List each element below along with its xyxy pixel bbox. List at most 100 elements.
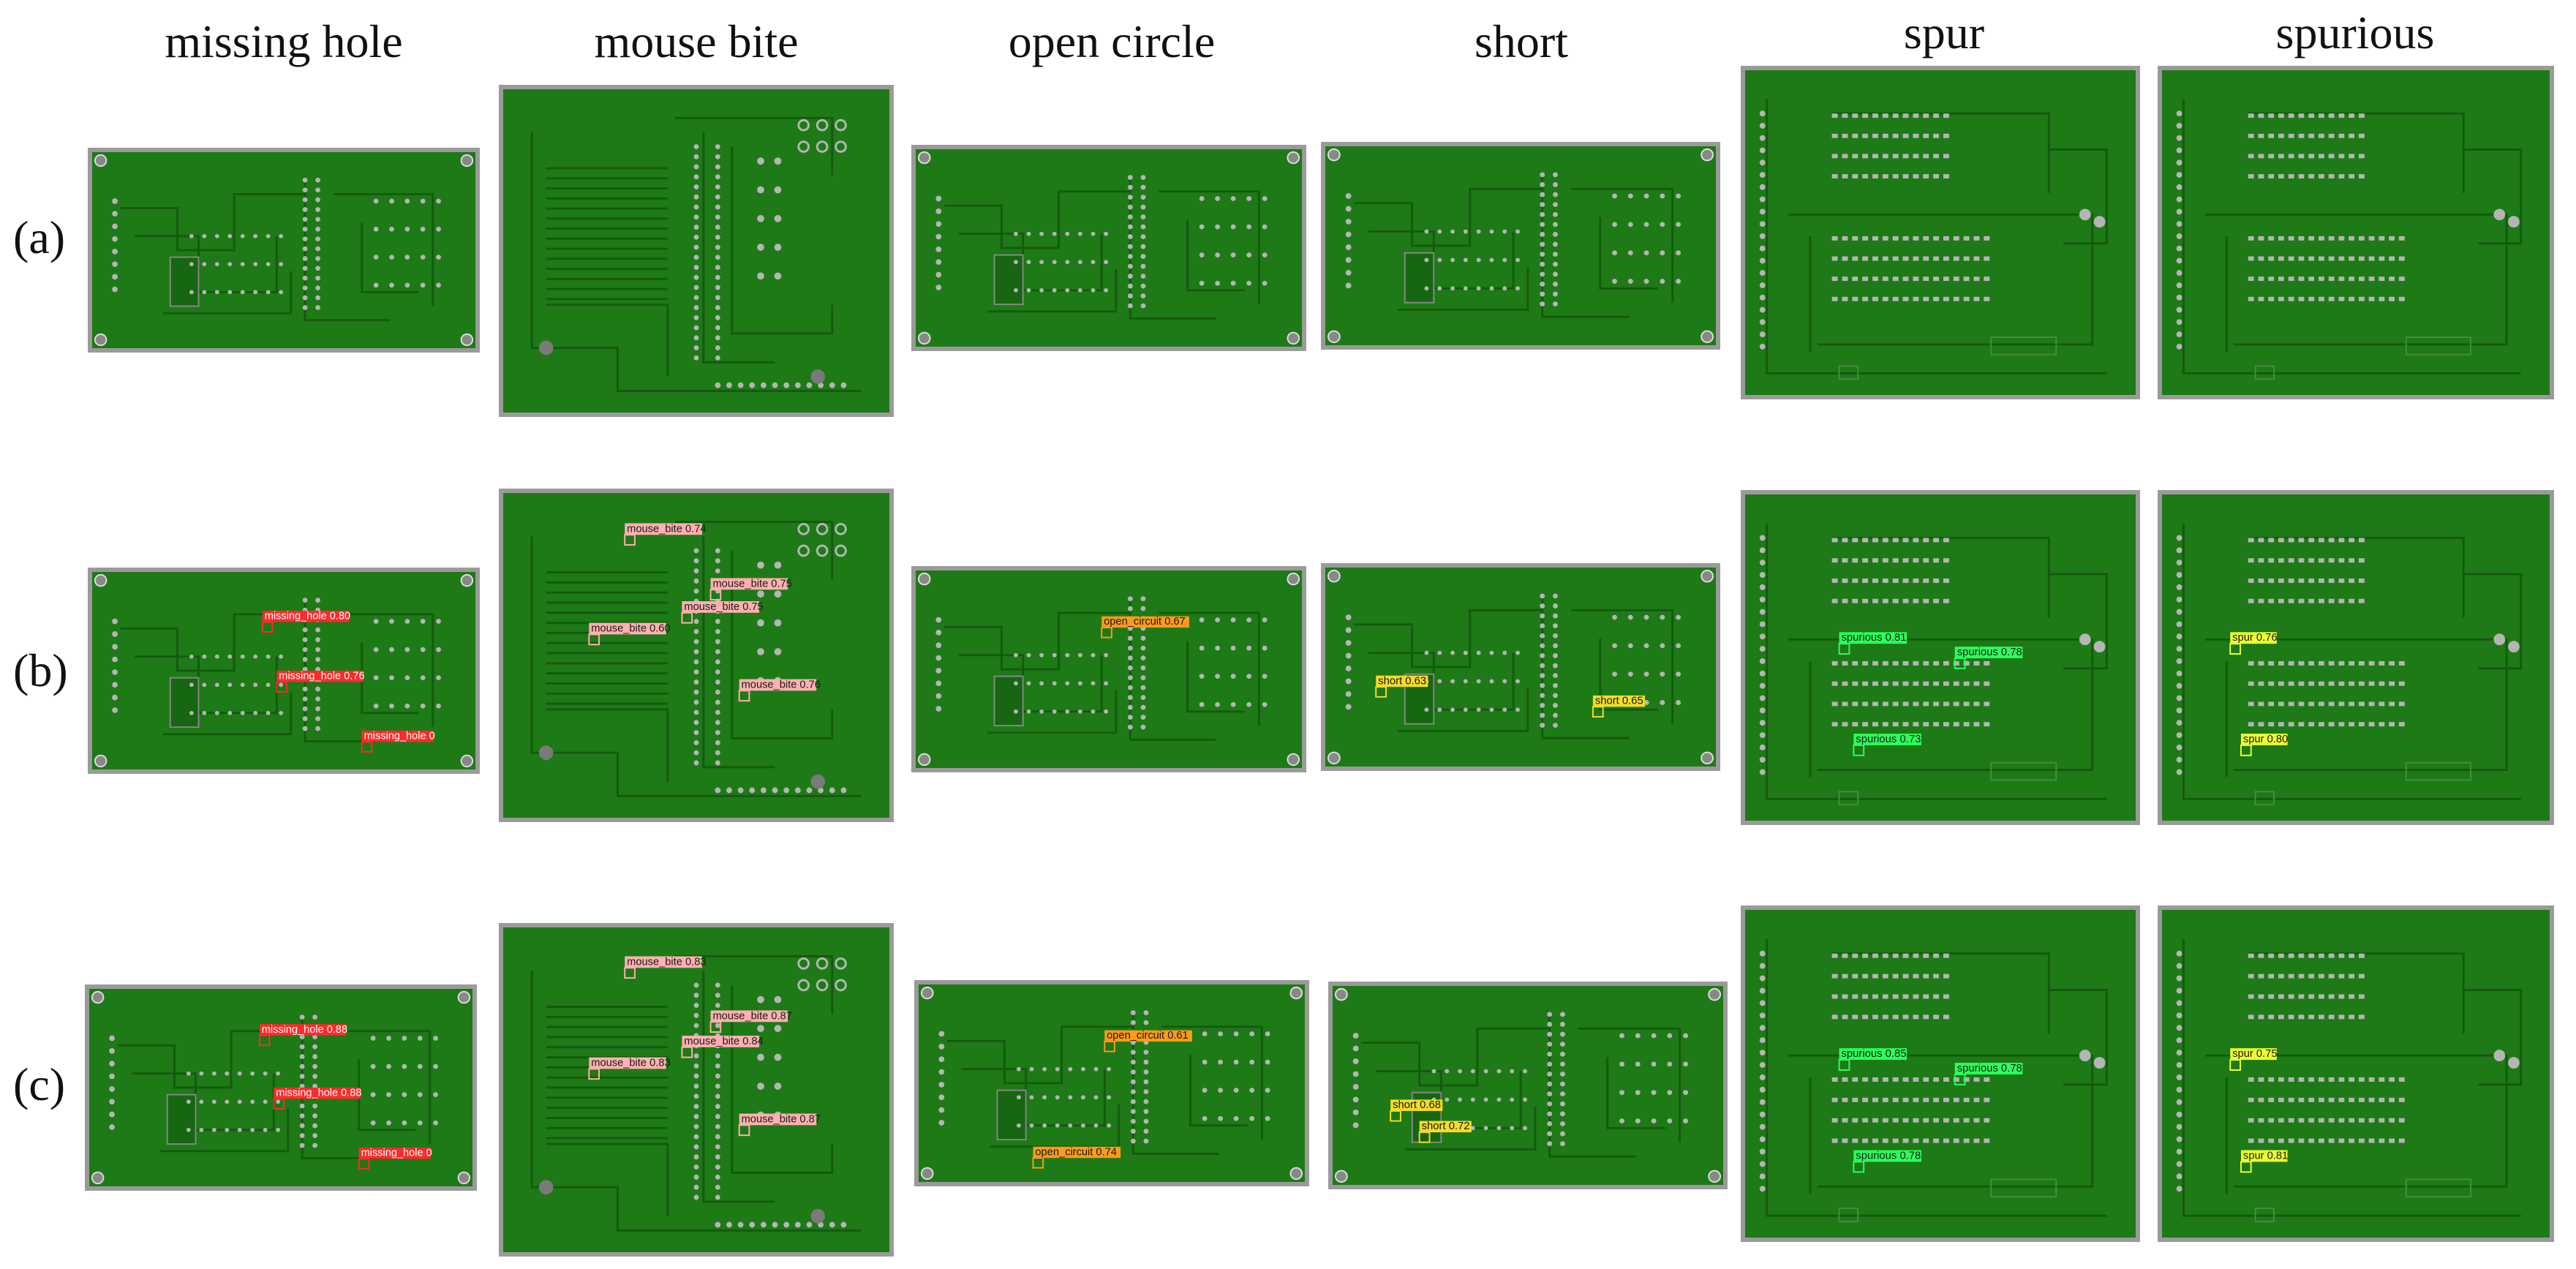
pcb-board-graphic: short 0.63 short 0.65: [1325, 568, 1716, 767]
pcb-board-graphic: spurious 0.85 spurious 0.78 spurious 0.78: [1745, 910, 2136, 1238]
pcb-image-b-spur: spurious 0.81 spurious 0.78 spurious 0.73: [1741, 490, 2140, 825]
detection-box: spur 0.81: [2240, 1150, 2288, 1173]
pcb-image-a-short: [1321, 142, 1720, 350]
detection-box: spurious 0.78: [1954, 647, 2023, 669]
row-label-c: (c): [13, 1058, 66, 1110]
pcb-board-graphic: open_circuit 0.67: [916, 571, 1302, 768]
pcb-board-graphic: spurious 0.81 spurious 0.78 spurious 0.73: [1745, 494, 2136, 821]
pcb-image-c-spurious: spur 0.75 spur 0.81: [2158, 905, 2554, 1242]
detection-box: spur 0.80: [2240, 734, 2288, 756]
detection-label: short 0.63: [1378, 675, 1426, 687]
row-label-a: (a): [13, 211, 66, 263]
detection-box: open_circuit 0.61: [1104, 1030, 1192, 1053]
detection-label: missing_hole 0.80: [265, 611, 350, 622]
column-header-short: short: [1475, 15, 1568, 67]
detection-box: mouse_bite 0.75: [709, 578, 792, 601]
detection-box: mouse_bite 0.87: [709, 1010, 792, 1033]
detection-label: mouse_bite 0.74: [627, 523, 706, 535]
detection-label: spurious 0.81: [1842, 632, 1907, 644]
detection-label: short 0.68: [1393, 1099, 1441, 1111]
pcb-image-b-mouse-bite: mouse_bite 0.74 mouse_bite 0.75 mouse_bite…: [499, 489, 894, 822]
pcb-image-b-spurious: spur 0.76 spur 0.80: [2158, 490, 2554, 825]
detection-box: mouse_bite 0.83: [588, 1057, 671, 1080]
pcb-board-graphic: [916, 149, 1302, 347]
detection-box: short 0.68: [1390, 1099, 1443, 1122]
detection-box: spurious 0.85: [1838, 1048, 1907, 1072]
detection-label: spurious 0.73: [1856, 734, 1921, 745]
detection-label: spurious 0.85: [1842, 1048, 1907, 1060]
detection-box: open_circuit 0.67: [1101, 616, 1189, 639]
detection-box: spur 0.76: [2229, 632, 2278, 655]
detection-box: spurious 0.78: [1954, 1063, 2023, 1085]
pcb-image-c-open-circle: open_circuit 0.61 open_circuit 0.74: [914, 980, 1309, 1186]
detection-label: mouse_bite 0.75: [712, 578, 791, 590]
pcb-board-graphic: [1325, 146, 1716, 345]
detection-box: short 0.65: [1592, 696, 1646, 718]
detection-box: spur 0.75: [2229, 1048, 2278, 1072]
detection-label: mouse_bite 0.83: [591, 1057, 670, 1069]
detection-box: spurious 0.78: [1853, 1150, 1921, 1173]
detection-box: missing_hole 0.88: [273, 1088, 361, 1110]
pcb-image-b-short: short 0.63 short 0.65: [1321, 563, 1720, 771]
detection-label: missing_hole 0.88: [262, 1024, 347, 1036]
pcb-image-c-mouse-bite: mouse_bite 0.83 mouse_bite 0.87 mouse_bite…: [499, 923, 894, 1257]
detection-box: mouse_bite 0.84: [681, 1036, 764, 1058]
detection-label: mouse_bite 0.83: [627, 956, 706, 968]
detection-label: missing_hole 0: [361, 1148, 432, 1159]
detection-label: open_circuit 0.74: [1035, 1146, 1117, 1158]
pcb-board-graphic: spur 0.75 spur 0.81: [2162, 910, 2550, 1238]
detection-box: mouse_bite 0.74: [624, 523, 707, 546]
pcb-board-graphic: missing_hole 0.80 missing_hole 0.76 missin…: [92, 572, 475, 769]
detection-label: open_circuit 0.67: [1104, 616, 1186, 628]
detection-box: missing_hole 0.76: [276, 671, 364, 693]
detection-label: missing_hole 0.88: [276, 1088, 361, 1099]
row-label-b: (b): [13, 644, 68, 696]
detection-box: missing_hole 0.80: [261, 611, 350, 633]
detection-label: spurious 0.78: [1957, 1063, 2022, 1074]
pcb-image-c-spur: spurious 0.85 spurious 0.78 spurious 0.78: [1741, 905, 2140, 1242]
pcb-image-a-missing-hole: [88, 148, 480, 353]
detection-label: spurious 0.78: [1856, 1150, 1921, 1161]
column-header-spurious: spurious: [2275, 7, 2435, 59]
detection-box: missing_hole 0.88: [258, 1024, 347, 1047]
detection-box: short 0.63: [1375, 675, 1428, 698]
pcb-image-a-mouse-bite: [499, 85, 894, 417]
detection-label: spur 0.81: [2243, 1150, 2288, 1161]
column-header-open-circle: open circle: [1008, 15, 1216, 67]
pcb-image-c-missing-hole: missing_hole 0.88 missing_hole 0.88 missin…: [85, 984, 477, 1191]
detection-label: spur 0.80: [2243, 734, 2288, 745]
pcb-board-graphic: mouse_bite 0.74 mouse_bite 0.75 mouse_bite…: [503, 493, 889, 818]
detection-box: short 0.72: [1418, 1121, 1472, 1143]
detection-label: short 0.65: [1595, 696, 1643, 707]
detection-label: mouse_bite 0.60: [591, 622, 670, 634]
pcb-board-graphic: missing_hole 0.88 missing_hole 0.88 missin…: [89, 989, 472, 1186]
detection-box: mouse_bite 0.87: [738, 1113, 821, 1137]
column-header-spur: spur: [1903, 7, 1985, 59]
detection-label: short 0.72: [1422, 1121, 1470, 1132]
detection-label: missing_hole 0.76: [279, 671, 364, 682]
detection-label: mouse_bite 0.87: [742, 1113, 821, 1125]
detection-label: spur 0.75: [2232, 1048, 2277, 1060]
detection-box: spurious 0.73: [1853, 734, 1921, 756]
detection-label: mouse_bite 0.87: [712, 1010, 791, 1022]
detection-label: spur 0.76: [2232, 632, 2277, 644]
pcb-image-b-missing-hole: missing_hole 0.80 missing_hole 0.76 missin…: [88, 568, 480, 774]
pcb-image-a-open-circle: [911, 145, 1306, 351]
detection-box: mouse_bite 0.75: [681, 601, 764, 624]
pcb-board-graphic: [1745, 70, 2136, 395]
detection-label: mouse_bite 0.84: [684, 1036, 763, 1047]
pcb-board-graphic: [503, 89, 889, 413]
pcb-image-c-short: short 0.68 short 0.72: [1328, 982, 1728, 1189]
pcb-board-graphic: [92, 152, 475, 348]
pcb-image-b-open-circle: open_circuit 0.67: [911, 566, 1306, 772]
pcb-board-graphic: open_circuit 0.61 open_circuit 0.74: [919, 984, 1305, 1182]
pcb-board-graphic: short 0.68 short 0.72: [1333, 986, 1723, 1185]
detection-label: mouse_bite 0.76: [742, 679, 821, 690]
detection-label: mouse_bite 0.75: [684, 601, 763, 613]
pcb-board-graphic: mouse_bite 0.83 mouse_bite 0.87 mouse_bite…: [503, 927, 889, 1252]
detection-label: missing_hole 0: [364, 731, 435, 742]
detection-box: missing_hole 0: [358, 1148, 432, 1170]
detection-box: open_circuit 0.74: [1032, 1146, 1121, 1169]
detection-label: spurious 0.78: [1957, 647, 2022, 658]
detection-box: mouse_bite 0.76: [738, 679, 821, 702]
